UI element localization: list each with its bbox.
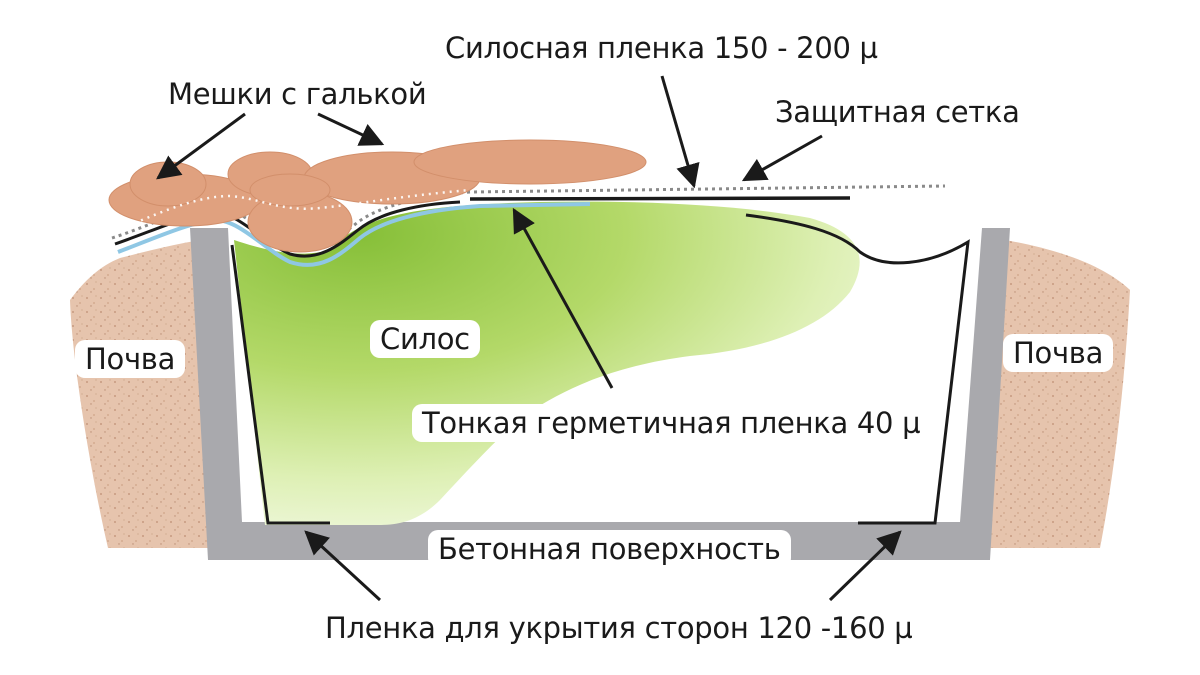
soil-left [70,238,232,548]
label-soil-left: Почва [75,340,186,378]
label-thin-film: Тонкая герметичная пленка 40 µ [412,404,931,442]
label-soil-right: Почва [1003,334,1114,372]
label-silage-film: Силосная пленка 150 - 200 µ [445,31,878,65]
gravel-bags [108,139,647,253]
arrow-side-film-right [828,530,902,602]
arrow-protective-net [741,134,823,182]
label-concrete: Бетонная поверхность [428,530,791,568]
arrow-silage-film [660,75,700,189]
label-gravel-bags: Мешки с галькой [168,77,427,111]
silage-film-top [469,196,851,201]
silage-mass [234,201,860,526]
arrow-bags-left [156,112,246,180]
arrow-side-film-left [304,530,382,602]
label-protective-net: Защитная сетка [775,95,1020,129]
soil-right [980,240,1130,548]
label-silage: Силос [370,320,480,358]
arrow-bags-right [317,112,385,146]
side-film-left [230,244,330,525]
concrete-left-wall [190,228,1010,560]
label-side-film: Пленка для укрытия сторон 120 -160 µ [325,611,913,645]
side-film-right [745,213,970,525]
arrow-thin-film [512,207,614,389]
